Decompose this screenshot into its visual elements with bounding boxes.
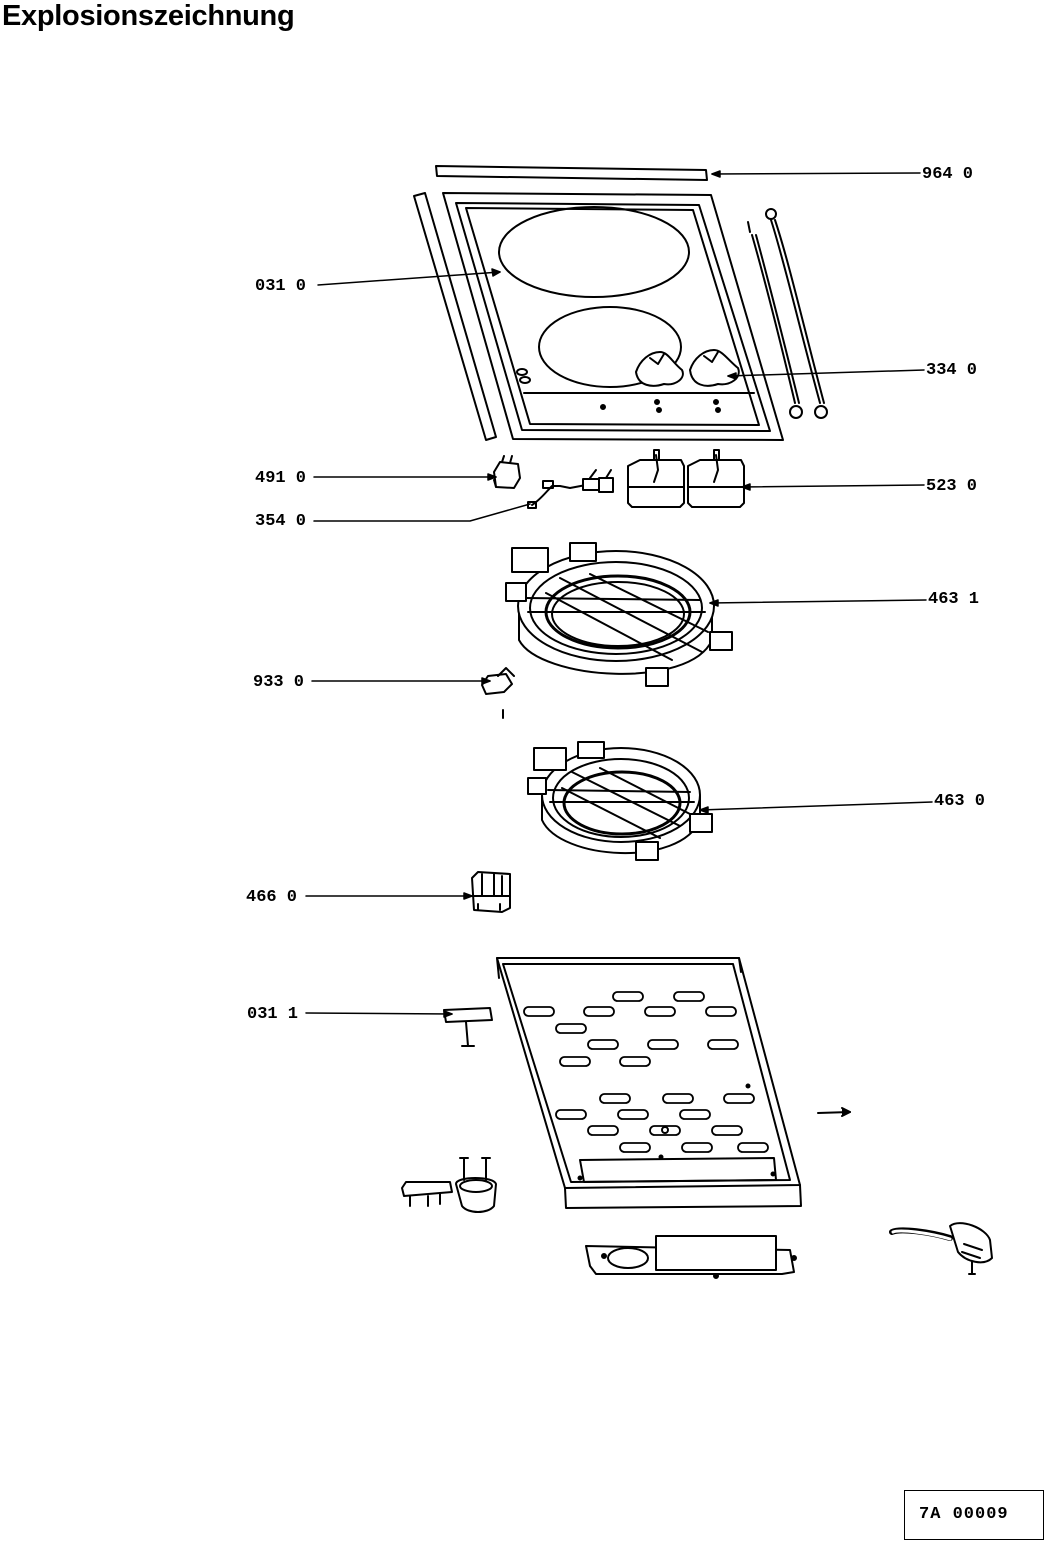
- label-334: 334 0: [926, 361, 977, 380]
- label-523: 523 0: [926, 477, 977, 496]
- label-463-1: 463 1: [928, 590, 979, 609]
- part-491-component: [493, 455, 521, 489]
- part-334-knobs: [635, 349, 740, 387]
- label-354: 354 0: [255, 512, 306, 531]
- part-466-clip: [471, 871, 511, 913]
- part-bottom-cover: [585, 1235, 797, 1279]
- label-491: 491 0: [255, 469, 306, 488]
- page-title: Explosionszeichnung: [2, 0, 295, 32]
- part-0311-bracket: [443, 1007, 493, 1047]
- part-connection-cables: [747, 208, 828, 419]
- reference-box: 7A 00009: [904, 1490, 1044, 1540]
- part-4630-small-heating-element: [527, 741, 713, 861]
- reference-number: 7A 00009: [919, 1505, 1009, 1524]
- part-4631-large-heating-element: [505, 542, 733, 687]
- part-523-regulators: [627, 449, 745, 508]
- part-side-frame-strip: [413, 192, 497, 441]
- label-964: 964 0: [922, 165, 973, 184]
- label-031-1: 031 1: [247, 1005, 298, 1024]
- label-463-0: 463 0: [934, 792, 985, 811]
- direction-arrow: [817, 1107, 851, 1117]
- part-933-component: [481, 667, 515, 719]
- label-031-0: 031 0: [255, 277, 306, 296]
- label-466: 466 0: [246, 888, 297, 907]
- part-power-plug: [889, 1222, 993, 1275]
- part-031-cooktop-plate: [442, 192, 784, 441]
- part-strain-relief: [401, 1157, 497, 1213]
- part-964-edge-strip: [435, 165, 708, 181]
- part-354-wiring: [527, 469, 614, 509]
- label-933: 933 0: [253, 673, 304, 692]
- part-base-tray: [496, 957, 802, 1209]
- leader-lines: [305, 170, 933, 1018]
